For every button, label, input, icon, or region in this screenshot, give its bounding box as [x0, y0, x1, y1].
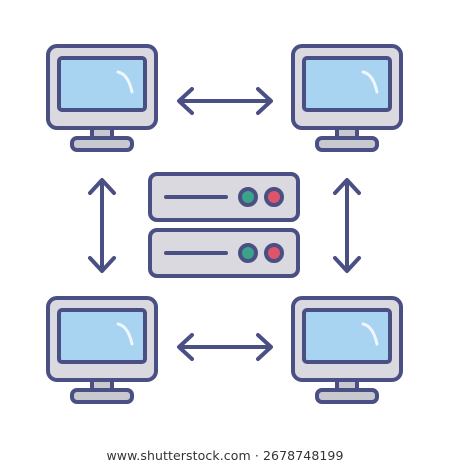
double-arrow-icon-bottom: [177, 333, 273, 361]
double-arrow-icon-left: [88, 178, 116, 273]
server-icon: [148, 172, 300, 278]
watermark-bar: www.shutterstock.com · 2678748199: [0, 440, 450, 470]
status-led-red: [264, 243, 284, 263]
monitor-icon-top-right: [291, 44, 403, 152]
status-led-green: [238, 243, 258, 263]
status-led-red: [264, 187, 284, 207]
monitor-icon-bottom-right: [291, 296, 403, 404]
network-illustration: [46, 44, 403, 404]
watermark-text: www.shutterstock.com · 2678748199: [106, 447, 344, 463]
monitor-icon-top-left: [46, 44, 158, 152]
double-arrow-icon-top: [177, 87, 273, 115]
monitor-icon-bottom-left: [46, 296, 158, 404]
double-arrow-icon-right: [333, 178, 361, 273]
status-led-green: [238, 187, 258, 207]
